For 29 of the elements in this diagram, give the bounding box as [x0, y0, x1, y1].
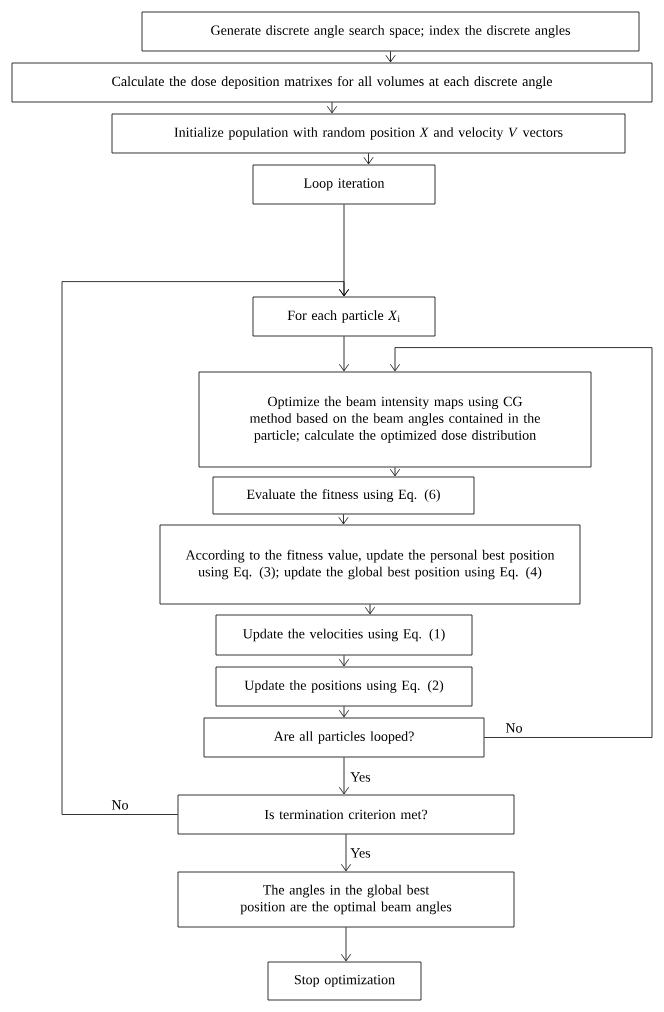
- process-box: According to the fitness value, update the personal best position using Eq. (3); update the global best position using Eq. (4): [159, 524, 581, 605]
- arrow: [338, 655, 350, 667]
- process-box: Update the velocities using Eq. (1): [215, 614, 473, 656]
- edge-label: Yes: [348, 770, 373, 784]
- process-box: Update the positions using Eq. (2): [215, 666, 473, 707]
- process-box: Stop optimization: [267, 961, 422, 1001]
- arrow: [61, 281, 350, 815]
- process-box: Generate discrete angle search space; index the discrete angles: [141, 11, 640, 52]
- process-box: Loop iteration: [252, 164, 436, 205]
- arrow: [363, 153, 374, 165]
- arrow: [326, 102, 338, 114]
- process-box: Initialize population with random position X and velocity V vectors: [111, 113, 626, 154]
- arrow: [338, 706, 350, 718]
- edge-label: No: [503, 721, 525, 735]
- process-box: Evaluate the fitness using Eq. (6): [212, 476, 475, 515]
- process-box: Calculate the dose deposition matrixes for all volumes at each discrete angle: [11, 62, 653, 103]
- process-box: The angles in the global best position are the optimal beam angles: [177, 871, 515, 928]
- arrow: [340, 927, 352, 962]
- arrow: [338, 757, 350, 795]
- arrow: [385, 51, 396, 63]
- edge-label: Yes: [348, 846, 373, 860]
- process-box: Optimize the beam intensity maps using CG method based on the beam angles contained in the particle; calculate the optimized dose distribution: [198, 371, 592, 468]
- arrow: [389, 347, 653, 738]
- process-box: Are all particles looped?: [203, 717, 485, 758]
- arrow: [340, 834, 352, 872]
- process-box: Is termination criterion met?: [177, 794, 515, 835]
- arrow: [338, 336, 350, 372]
- edge-label: No: [109, 798, 131, 812]
- process-box: For each particle X$_{i}$: [252, 296, 436, 337]
